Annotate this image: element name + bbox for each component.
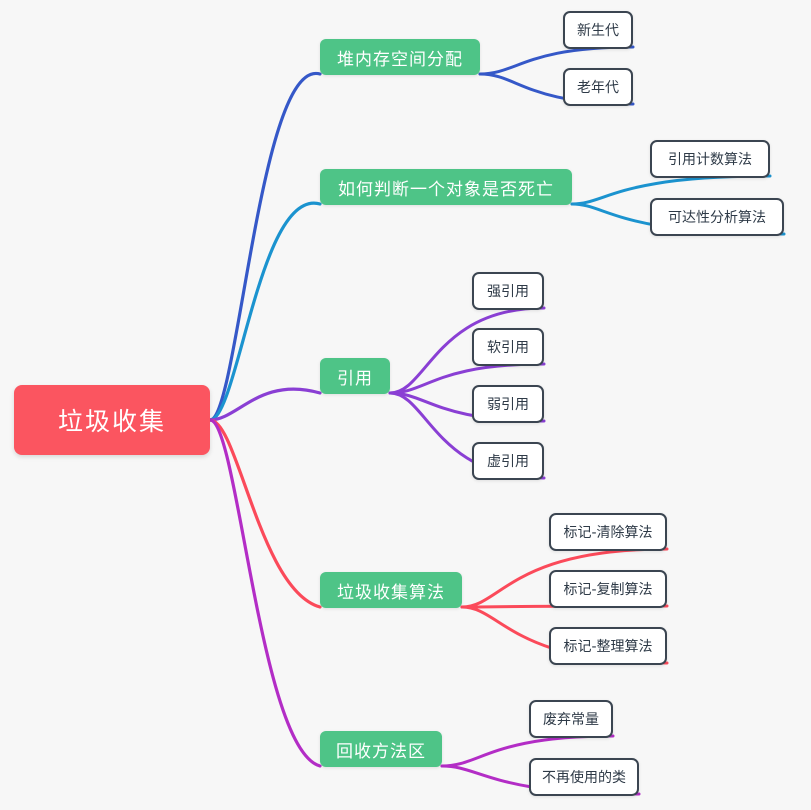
leaf-node-reachability-analysis[interactable]: 可达性分析算法 <box>650 198 784 236</box>
leaf-node-old-generation-label: 老年代 <box>577 80 619 96</box>
edge-gc-algorithms-to-mark-sweep <box>460 547 669 609</box>
leaf-node-unused-classes-label: 不再使用的类 <box>542 770 626 786</box>
leaf-node-mark-compact[interactable]: 标记-整理算法 <box>549 627 667 665</box>
branch-node-method-area-reclaim[interactable]: 回收方法区 <box>320 731 442 767</box>
leaf-node-unused-classes[interactable]: 不再使用的类 <box>529 758 639 796</box>
leaf-node-strong-reference[interactable]: 强引用 <box>472 272 544 310</box>
leaf-node-mark-sweep[interactable]: 标记-清除算法 <box>549 513 667 551</box>
edge-root-to-object-death-judgement <box>208 201 322 422</box>
leaf-node-reference-counting[interactable]: 引用计数算法 <box>650 140 770 178</box>
branch-node-reference-label: 引用 <box>337 368 373 389</box>
leaf-node-mark-copy[interactable]: 标记-复制算法 <box>549 570 667 608</box>
leaf-node-old-generation[interactable]: 老年代 <box>563 68 633 106</box>
leaf-node-phantom-reference[interactable]: 虚引用 <box>472 442 544 480</box>
branch-node-heap-memory-allocation-label: 堆内存空间分配 <box>337 49 463 70</box>
branch-node-method-area-reclaim-label: 回收方法区 <box>336 741 426 762</box>
leaf-node-weak-reference[interactable]: 弱引用 <box>472 385 544 423</box>
edge-root-to-heap-memory-allocation <box>208 72 322 422</box>
edge-root-to-reference <box>208 387 322 422</box>
leaf-node-discarded-constants-label: 废弃常量 <box>543 712 599 728</box>
branch-node-gc-algorithms[interactable]: 垃圾收集算法 <box>320 572 462 608</box>
leaf-node-discarded-constants[interactable]: 废弃常量 <box>529 700 613 738</box>
branch-node-object-death-judgement[interactable]: 如何判断一个对象是否死亡 <box>320 169 572 205</box>
root-node-label: 垃圾收集 <box>57 407 166 436</box>
leaf-node-soft-reference[interactable]: 软引用 <box>472 328 544 366</box>
leaf-node-young-generation-label: 新生代 <box>577 23 619 39</box>
edge-root-to-gc-algorithms <box>208 418 322 609</box>
leaf-node-reachability-analysis-label: 可达性分析算法 <box>668 210 766 226</box>
leaf-node-strong-reference-label: 强引用 <box>487 284 529 300</box>
leaf-node-mark-compact-label: 标记-整理算法 <box>563 639 653 655</box>
leaf-node-reference-counting-label: 引用计数算法 <box>668 152 752 168</box>
leaf-node-mark-sweep-label: 标记-清除算法 <box>563 525 653 541</box>
branch-node-object-death-judgement-label: 如何判断一个对象是否死亡 <box>338 179 554 200</box>
branch-node-gc-algorithms-label: 垃圾收集算法 <box>337 582 445 603</box>
branch-node-reference[interactable]: 引用 <box>320 358 390 394</box>
leaf-node-soft-reference-label: 软引用 <box>487 340 529 356</box>
leaf-node-young-generation[interactable]: 新生代 <box>563 11 633 49</box>
edge-reference-to-strong-reference <box>388 306 546 395</box>
leaf-node-phantom-reference-label: 虚引用 <box>487 454 529 470</box>
branch-node-heap-memory-allocation[interactable]: 堆内存空间分配 <box>320 39 480 75</box>
root-node[interactable]: 垃圾收集 <box>14 385 210 455</box>
edge-root-to-method-area-reclaim <box>208 418 322 768</box>
leaf-node-mark-copy-label: 标记-复制算法 <box>563 582 653 598</box>
leaf-node-weak-reference-label: 弱引用 <box>487 397 529 413</box>
